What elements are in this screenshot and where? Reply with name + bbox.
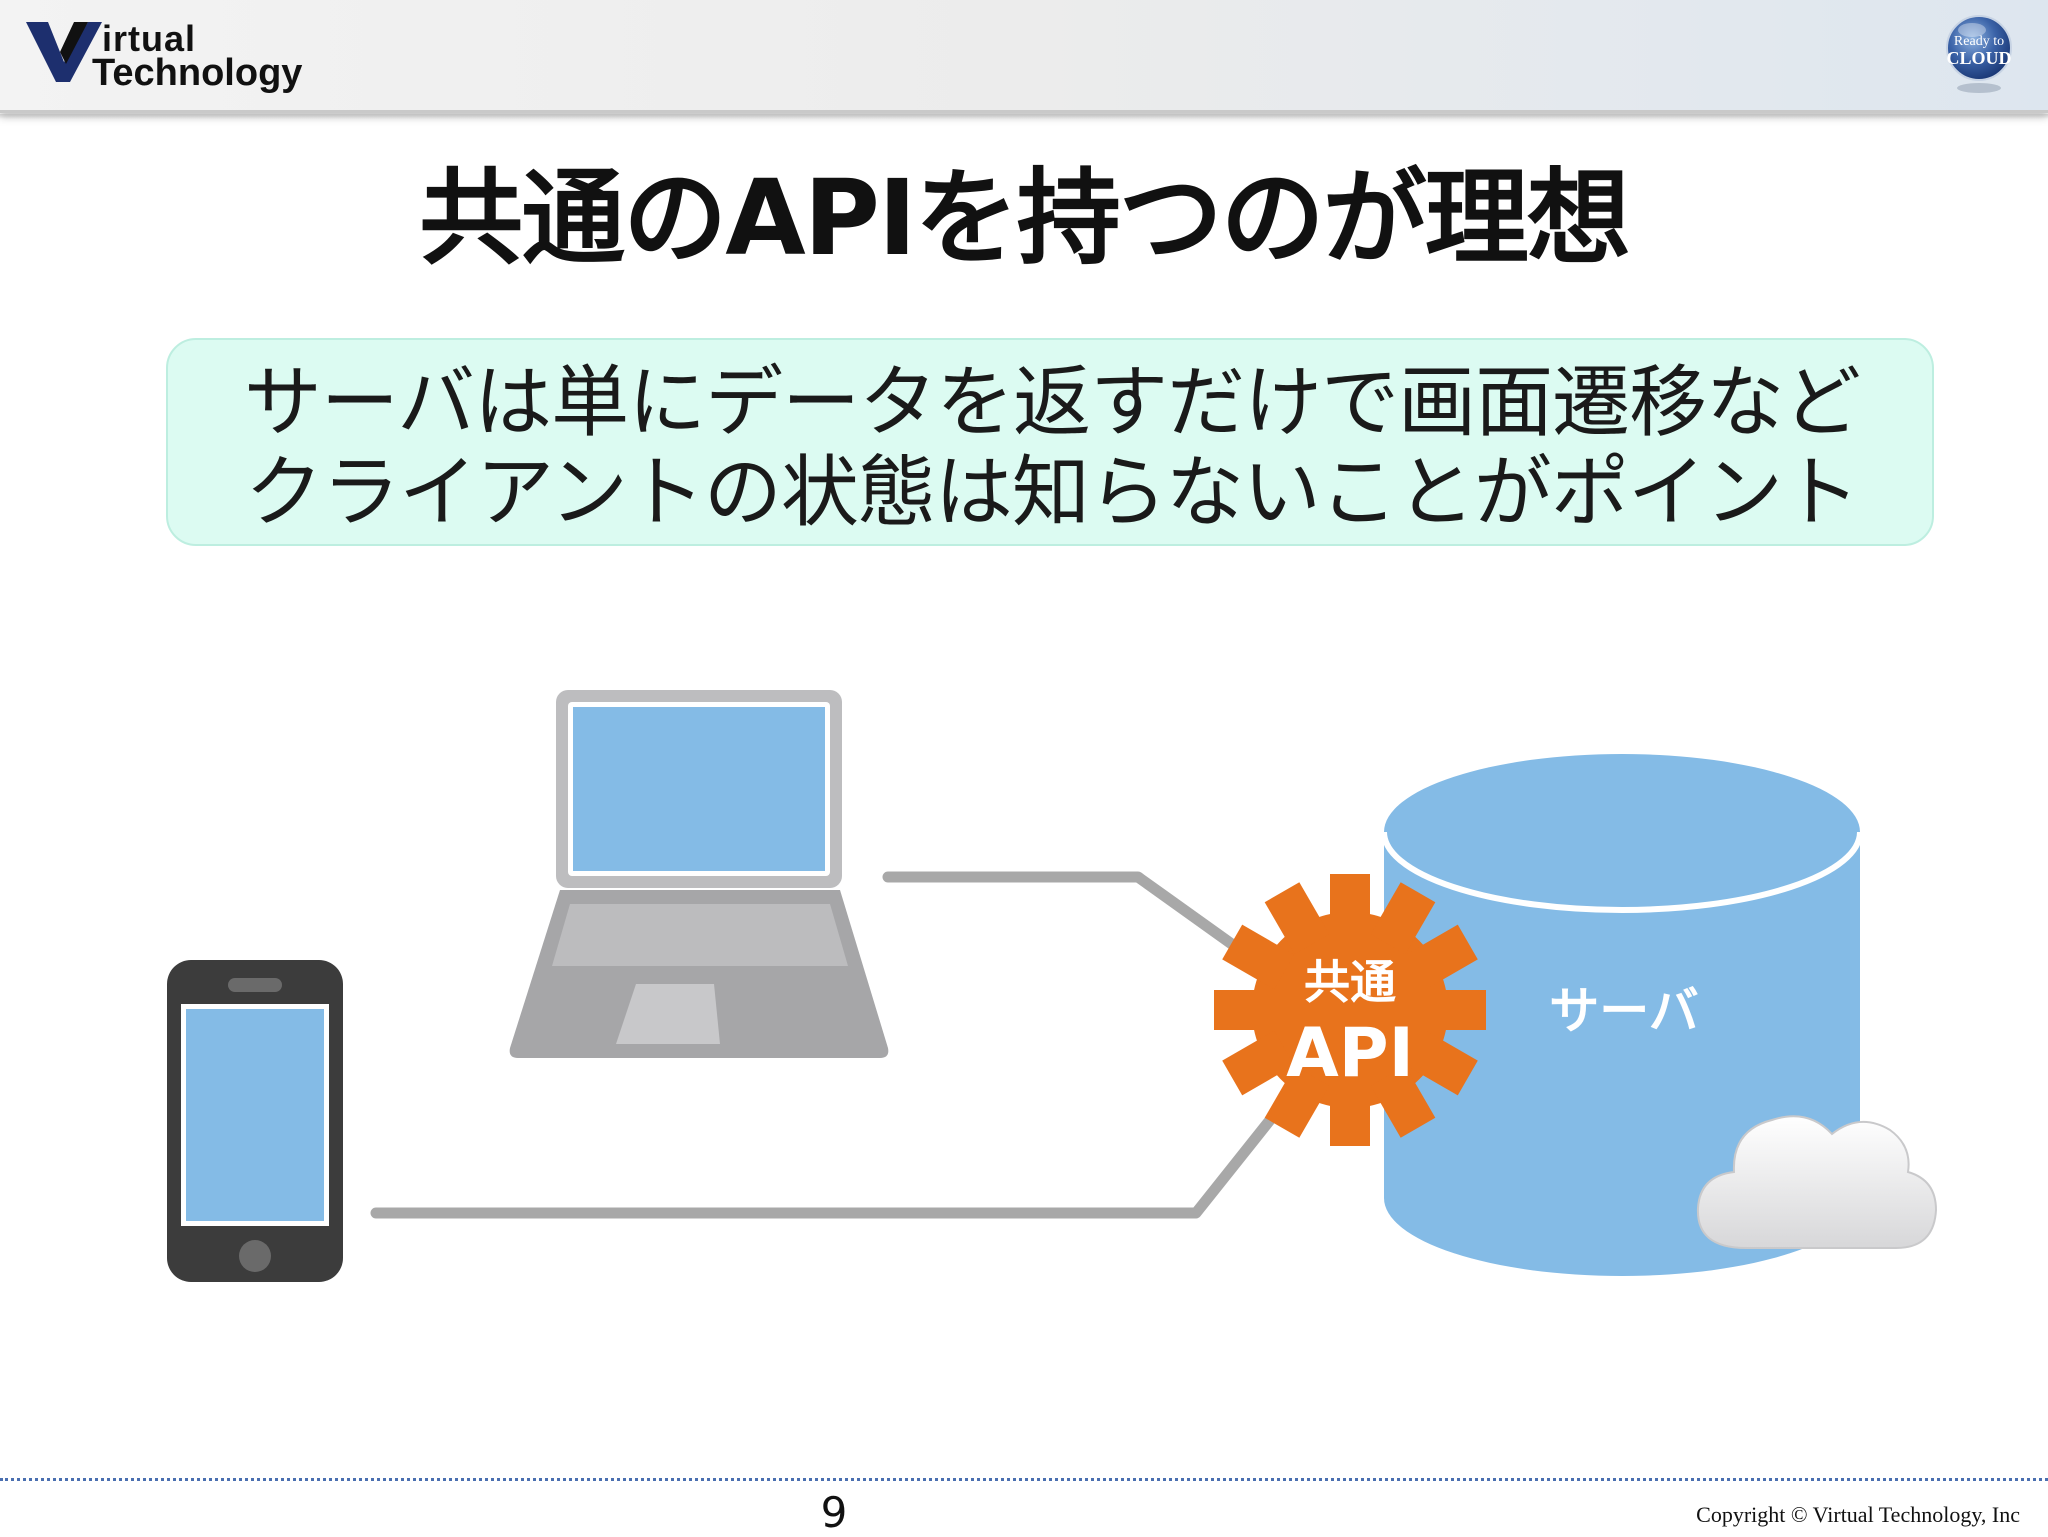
logo-v-mark-icon <box>26 22 102 82</box>
company-logo: irtual Technology <box>26 18 326 98</box>
logo-text-virtual: irtual <box>102 18 197 59</box>
header-banner: irtual Technology Ready to CLOUD <box>0 0 2048 119</box>
ready-to-cloud-badge: Ready to CLOUD <box>1944 8 2014 94</box>
badge-text-ready-to: Ready to <box>1953 34 2005 49</box>
key-point-line-2: クライアントの状態は知らないことがポイント <box>245 448 1860 538</box>
laptop-connector-line <box>882 871 1274 976</box>
api-gear-icon: 共通 API <box>1214 874 1486 1146</box>
cloud-icon <box>1696 1115 1938 1249</box>
badge-text-cloud: CLOUD <box>1946 48 2012 68</box>
api-label-line-2: API <box>1286 1014 1414 1093</box>
api-label-line-1: 共通 <box>1304 955 1396 1009</box>
key-point-line-1: サーバは単にデータを返すだけで画面遷移など <box>243 358 1861 448</box>
laptop-icon <box>509 690 889 1058</box>
slide-title: 共通のAPIを持つのが理想 <box>419 157 1630 279</box>
copyright-text: Copyright © Virtual Technology, Inc <box>1696 1502 2020 1527</box>
key-point-box: サーバは単にデータを返すだけで画面遷移など クライアントの状態は知らないことがポ… <box>166 338 1934 546</box>
globe-badge-icon <box>1946 15 2012 93</box>
server-label: サーバ <box>1549 982 1699 1040</box>
footer-divider <box>0 1478 2048 1481</box>
smartphone-icon <box>167 960 343 1282</box>
page-number: 9 <box>820 1488 848 1537</box>
phone-connector-line <box>370 1094 1292 1219</box>
logo-text-technology: Technology <box>92 52 303 94</box>
